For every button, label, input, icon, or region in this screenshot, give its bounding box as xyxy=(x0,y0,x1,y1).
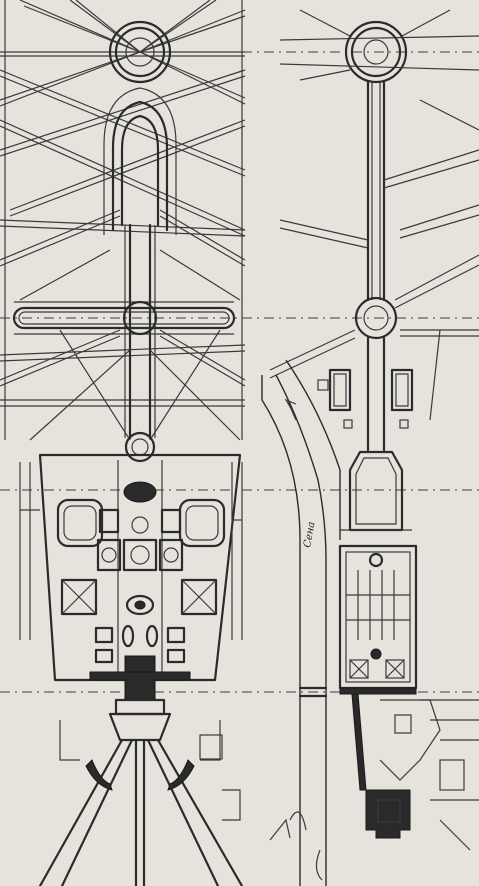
right-side-streets xyxy=(269,149,479,421)
left-top-rond-point xyxy=(108,20,172,84)
left-upper-basin xyxy=(103,87,177,235)
left-garden-parterre xyxy=(38,453,242,682)
left-palace xyxy=(89,655,191,742)
left-plan xyxy=(0,0,246,886)
right-tuileries-garden xyxy=(338,544,418,690)
left-canal-cross-arm xyxy=(12,300,236,336)
right-grand-avenue xyxy=(366,80,386,302)
right-pavilion-gardens xyxy=(317,368,414,429)
right-louvre-palace xyxy=(339,687,479,851)
right-top-rond-point xyxy=(279,9,479,131)
right-plan: Сена xyxy=(261,9,479,886)
river-label: Сена xyxy=(302,521,317,549)
svg-text:Сена: Сена xyxy=(302,521,317,549)
right-octagonal-place xyxy=(340,450,412,532)
right-avenue-rond-point xyxy=(354,296,398,452)
left-side-blocks xyxy=(19,462,243,640)
river-seine xyxy=(261,359,341,886)
left-canal-lower-basin xyxy=(124,431,156,463)
left-trident-avenues xyxy=(38,720,244,886)
alignment-guide-lines xyxy=(0,51,479,693)
